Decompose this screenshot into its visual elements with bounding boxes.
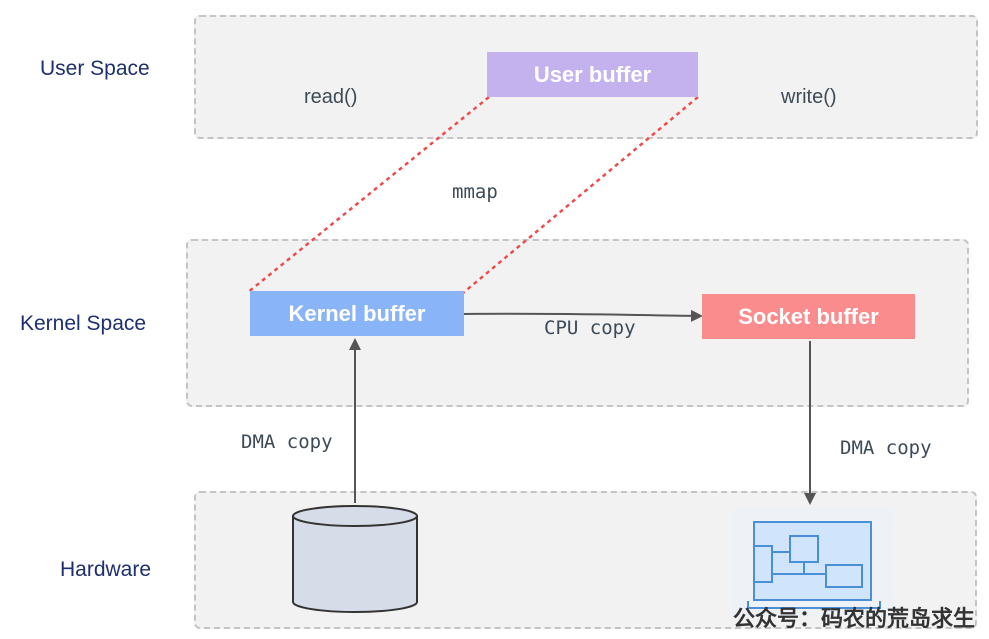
hardware-label: Hardware <box>60 558 152 581</box>
disk-cylinder-icon <box>292 505 418 613</box>
dma-copy-left-label: DMA copy <box>241 431 333 453</box>
user-buffer: User buffer <box>487 52 698 97</box>
kernel-space-label: Kernel Space <box>20 312 147 335</box>
dma-copy-right-label: DMA copy <box>840 437 932 459</box>
mmap-label: mmap <box>452 181 498 203</box>
watermark: 公众号：码农的荒岛求生 <box>732 607 975 632</box>
mmap-line-right <box>462 96 699 294</box>
mmap-line-left <box>246 96 490 294</box>
network-card-icon <box>732 507 894 617</box>
read-call-label: read() <box>304 86 358 108</box>
write-call-label: write() <box>781 86 837 108</box>
user-space-label: User Space <box>40 57 150 80</box>
socket-buffer: Socket buffer <box>702 294 915 339</box>
cpu-copy-arrow <box>462 309 703 322</box>
kernel-buffer: Kernel buffer <box>250 291 464 336</box>
cpu-copy-label: CPU copy <box>544 317 636 339</box>
